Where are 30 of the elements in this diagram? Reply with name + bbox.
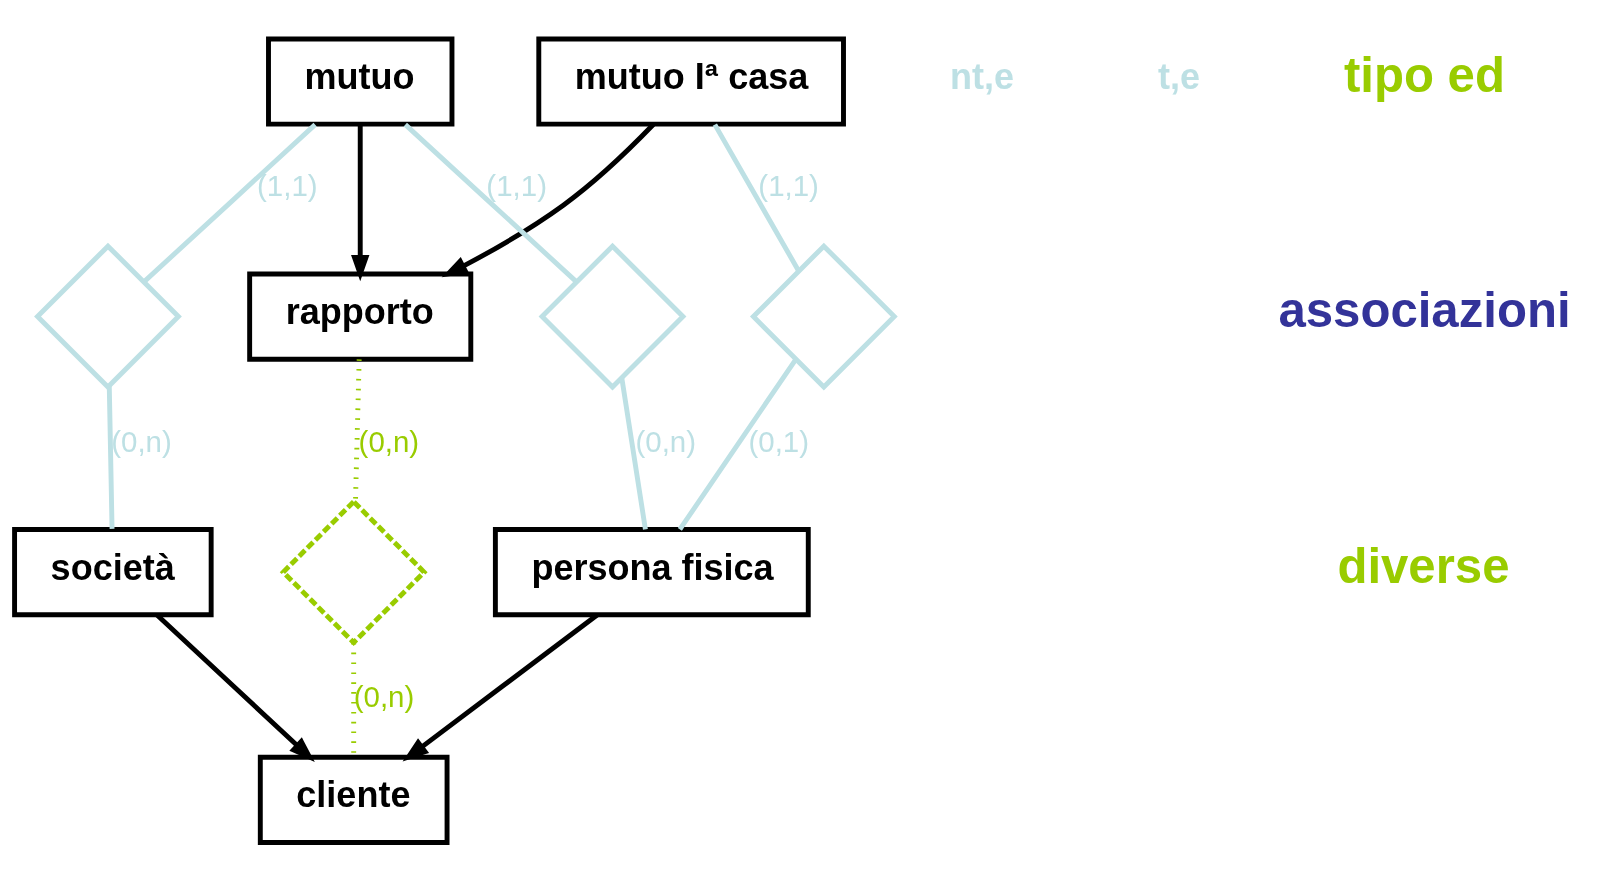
label: tipo ed xyxy=(1343,47,1505,102)
node-diamond xyxy=(749,242,898,390)
edge-label: (1,1) xyxy=(257,168,318,202)
edge-label: (0,n) xyxy=(358,424,420,458)
node-box: cliente xyxy=(257,754,450,845)
node-box: persona fisica xyxy=(492,526,811,617)
edge-label: (1,1) xyxy=(486,168,547,202)
edge-label: (0,1) xyxy=(748,424,810,458)
label: t,e xyxy=(1158,55,1201,97)
arrow xyxy=(351,124,370,281)
label: associazioni xyxy=(1278,282,1571,337)
edge-label: (0,n) xyxy=(111,424,172,458)
connector xyxy=(106,385,115,529)
connector xyxy=(619,377,648,530)
node-box: mutuo Iª casa xyxy=(536,35,846,127)
connector xyxy=(142,122,317,283)
connector xyxy=(403,122,578,283)
edge-label: (1,1) xyxy=(758,168,819,202)
label: nt,e xyxy=(949,55,1014,97)
node-box: società xyxy=(12,526,214,617)
node-box: mutuo xyxy=(266,35,455,127)
node-diamond xyxy=(538,242,687,390)
node-diamond xyxy=(34,242,182,390)
node-diamond xyxy=(279,497,428,646)
label: diverse xyxy=(1337,538,1510,593)
edge-label: (0,n) xyxy=(353,679,415,713)
node-box: rapporto xyxy=(247,271,474,362)
edge-label: (0,n) xyxy=(635,424,697,458)
connector xyxy=(712,122,801,272)
connector xyxy=(677,357,798,531)
